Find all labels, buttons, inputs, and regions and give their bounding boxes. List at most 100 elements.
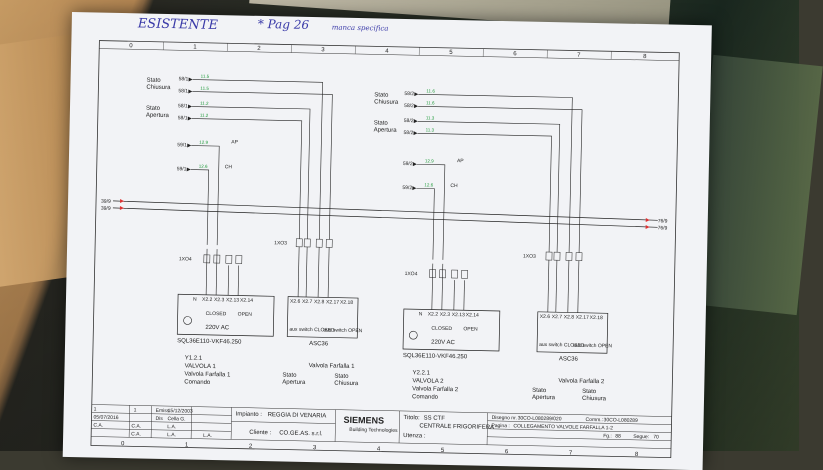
column-number: 7 [577,53,581,59]
terminal-label: X2.14 [466,312,479,318]
open-label: OPEN [463,326,478,332]
next-label: Segue: [633,434,649,440]
wire-number: 11.5 [201,74,210,79]
wire-number: 11.2 [200,113,209,118]
drawn-by-label: Dis [155,416,163,422]
valve-label: VALVOLA 2 [412,378,444,385]
wire-number: 11.3 [426,115,435,120]
terminal-label: X2.7 [552,314,563,320]
state-closed-label: Stato [147,78,162,84]
check: L.A. [167,432,176,438]
check: L.A. [203,433,212,439]
wire-number: 12.9 [199,140,208,145]
terminal-label: X2.6 [290,299,301,305]
ap-label: AP [457,158,464,164]
command-label: Comando [412,394,439,401]
brand-subtitle: Building Technologies [349,427,398,434]
wire-number: 12.9 [425,158,434,163]
left-circuit: Stato Chiusura Stato Apertura 58/1 58/1 … [140,73,368,390]
title-value: SS CTF [424,415,446,421]
client-label: Cliente : [249,430,271,436]
check: L.A. [167,424,176,430]
terminal-ref: 59/2 [403,161,413,167]
voltage-label: 220V AC [205,325,229,332]
drawing-number-label: Disegno nr. [492,415,517,422]
stato-apertura-label: Stato [532,388,547,394]
device-id: Y1.2.1 [185,355,203,361]
terminal-label: X2.7 [302,299,313,305]
signature: C.A. [131,423,141,429]
state-open-label: Apertura [146,113,170,119]
wire-number: 11.3 [426,127,435,132]
state-closed-label: Chiusura [146,85,171,92]
column-number: 1 [193,45,197,51]
motor-icon [183,316,191,324]
schematic-sheet: ESISTENTE * Pag 26 manca specifica 0 1 2… [63,12,712,470]
terminal-ref: 58/1 [178,88,188,94]
title-block: 1 05/07/2016 1 Emiss. 15/12/2003 C.A. C.… [91,405,672,459]
closed-label: CLOSED [206,311,227,317]
user-label: Utenza : [403,433,426,439]
terminal-label: X2.2 [428,312,439,318]
terminal-label: N [193,297,197,303]
valve-center-label: Valvola Farfalla 2 [558,378,605,385]
terminal-label: X2.17 [326,299,339,305]
stato-apertura-label: Apertura [532,395,556,401]
bus-ref: 76/9 [658,225,668,231]
stato-chiusura-label: Stato [334,374,349,380]
column-number: 8 [643,54,647,60]
right-circuit: Stato Chiusura Stato Apertura 58/2 58/2 … [368,87,618,404]
ap-label: AP [231,139,238,145]
terminal-ref: 59/1 [177,166,187,172]
sheet-label: Fg.: [603,433,612,439]
terminal-label: X2.18 [340,300,353,306]
column-number: 5 [449,50,453,56]
revision-date: 05/07/2016 [93,415,118,422]
state-open-label: Stato [374,120,389,126]
terminal-ref: 58/1 [179,76,189,82]
valve-name: Valvola Farfalla 1 [184,371,231,378]
signature: C.A. [131,431,141,437]
actuator-model: SQL36E110-VKF46.250 [403,353,468,360]
closed-label: CLOSED [431,326,452,332]
terminal-label: X2.8 [564,314,575,320]
terminal-label: X2.8 [314,299,325,305]
column-number: 4 [385,49,389,55]
device-id: Y2.2.1 [412,370,430,376]
stato-chiusura-label: Chiusura [334,381,359,388]
wiring-diagram: 0 1 2 3 4 5 6 7 8 Stato Chiusura Stato A… [63,12,712,470]
terminal-ref: 58/2 [404,91,414,97]
asc-label: ASC36 [309,341,329,347]
bus-ref: 76/9 [658,218,668,224]
wire-number: 12.6 [424,182,433,187]
emission-date: 15/12/2003 [168,408,193,415]
terminal-ref: 58/1 [178,103,188,109]
terminal-label: X2.2 [202,297,213,303]
terminal-label: N [419,311,423,317]
ch-label: CH [225,164,233,170]
state-open-label: Apertura [374,127,398,133]
open-label: OPEN [238,312,253,318]
wire-number: 12.6 [199,164,208,169]
plant-label: Impianto : [236,412,263,419]
terminal-ref: 59/2 [402,185,412,191]
column-number: 3 [321,47,325,53]
column-number: 6 [513,51,517,57]
state-open-label: Stato [146,106,161,112]
terminal-ref: 58/1 [178,115,188,121]
column-number: 2 [257,46,261,52]
stato-chiusura-label: Stato [582,389,597,395]
title-subvalue: CENTRALE FRIGORIFERA [419,423,494,431]
page-description: COLLEGAMENTO VALVOLE FARFALLA 1-2 [513,423,613,431]
terminal-label: X2.6 [540,314,551,320]
stato-chiusura-label: Chiusura [582,396,607,403]
next-number: 70 [653,434,659,440]
terminal-label: X2.13 [226,297,239,303]
terminal-ref: 58/2 [403,130,413,136]
connector-label: 1XO4 [179,256,192,262]
valve-name: Valvola Farfalla 2 [412,386,459,393]
terminal-ref: 58/2 [404,118,414,124]
aux-switch-open: aux switch OPEN [573,343,612,350]
terminal-label: X2.3 [214,297,225,303]
wire-number: 11.5 [200,86,209,91]
